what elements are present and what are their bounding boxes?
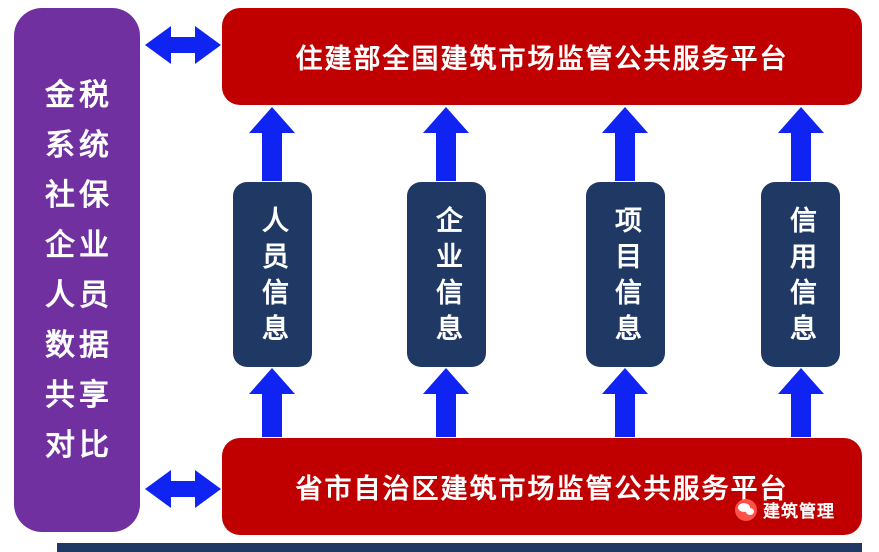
up-arrow-icon (249, 368, 295, 437)
arrowhead (778, 107, 824, 133)
left-panel-line: 企业 (45, 228, 113, 262)
top-platform-box: 住建部全国建筑市场监管公共服务平台 (222, 8, 862, 105)
arrow-shaft (791, 133, 811, 181)
arrow-shaft (615, 394, 635, 437)
arrow-shaft (791, 394, 811, 437)
left-panel-line: 社保 (45, 178, 113, 212)
info-box-credit: 信用信息 (761, 182, 840, 367)
arrowhead (249, 107, 295, 133)
left-panel-line: 金税 (45, 78, 113, 112)
left-data-panel: 金税 系统 社保 企业 人员 数据 共享 对比 (14, 8, 140, 532)
left-panel-line: 对比 (45, 428, 113, 462)
left-panel-line: 数据 (45, 328, 113, 362)
wechat-badge-label: 建筑管理 (763, 502, 835, 521)
info-box-personnel: 人员信息 (233, 182, 312, 367)
up-arrow-icon (423, 368, 469, 437)
double-arrow-icon (145, 26, 221, 64)
up-arrow-icon (423, 107, 469, 181)
info-box-enterprise: 企业信息 (407, 182, 486, 367)
arrowhead-right (195, 470, 221, 508)
left-panel-line: 共享 (45, 378, 113, 412)
double-arrow-icon (145, 470, 221, 508)
left-panel-line: 系统 (45, 128, 113, 162)
info-box-project: 项目信息 (586, 182, 665, 367)
arrow-shaft (436, 394, 456, 437)
arrow-shaft (615, 133, 635, 181)
wechat-icon (735, 498, 757, 521)
up-arrow-icon (778, 107, 824, 181)
arrow-shaft (262, 394, 282, 437)
info-box-personnel-label: 人员信息 (258, 205, 288, 350)
up-arrow-icon (602, 107, 648, 181)
arrowhead-right (195, 26, 221, 64)
arrowhead (602, 368, 648, 394)
up-arrow-icon (249, 107, 295, 181)
bottom-divider-bar (57, 543, 862, 552)
arrowhead-left (145, 470, 171, 508)
arrow-shaft (262, 133, 282, 181)
arrowhead (778, 368, 824, 394)
wechat-badge: 建筑管理 (735, 497, 835, 522)
arrowhead (249, 368, 295, 394)
bottom-platform-label: 省市自治区建筑市场监管公共服务平台 (295, 474, 789, 504)
arrowhead-left (145, 26, 171, 64)
info-box-credit-label: 信用信息 (786, 205, 816, 350)
arrowhead (423, 107, 469, 133)
info-box-project-label: 项目信息 (611, 205, 641, 350)
bottom-platform-box: 省市自治区建筑市场监管公共服务平台 (222, 438, 862, 535)
top-platform-label: 住建部全国建筑市场监管公共服务平台 (295, 44, 789, 74)
up-arrow-icon (602, 368, 648, 437)
arrow-shaft (436, 133, 456, 181)
left-panel-line: 人员 (45, 278, 113, 312)
up-arrow-icon (778, 368, 824, 437)
info-box-enterprise-label: 企业信息 (432, 205, 462, 350)
arrow-shaft (171, 481, 195, 497)
arrowhead (423, 368, 469, 394)
arrow-shaft (171, 37, 195, 53)
arrowhead (602, 107, 648, 133)
